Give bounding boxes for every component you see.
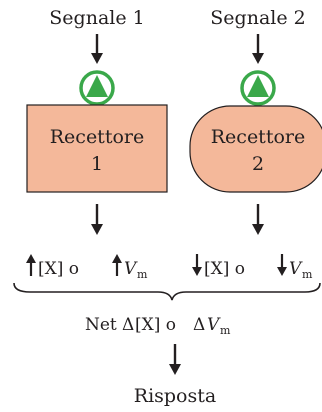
- effect-left: [X] o V m: [26, 254, 148, 281]
- signal-2-label: Segnale 2: [210, 7, 305, 29]
- up-arrow-icon: [112, 254, 122, 276]
- receptor-2-label-line1: Recettore: [211, 126, 305, 148]
- signal-1-arrow: [91, 34, 103, 64]
- summation-brace: [13, 282, 321, 301]
- net-v: V: [207, 315, 221, 335]
- down-arrow-icon: [277, 254, 287, 276]
- down-arrow-icon: [192, 254, 202, 276]
- receptor-2-box: [189, 105, 322, 193]
- net-x: [X] o: [135, 315, 176, 335]
- ligand-1-icon: [79, 70, 115, 106]
- receptor-1-label-line1: Recettore: [50, 126, 144, 148]
- receptor-1-label-line2: 1: [91, 153, 103, 175]
- net-delta-2: Δ: [193, 315, 205, 335]
- receptor-2-arrow: [252, 204, 264, 235]
- signal-2-arrow: [252, 34, 264, 64]
- effect-right: [X] o V m: [192, 254, 313, 281]
- effect-right-v: V: [289, 259, 303, 279]
- net-sub: m: [220, 324, 231, 337]
- response-arrow: [169, 344, 181, 375]
- effect-left-sub: m: [137, 268, 148, 281]
- net-delta-1: Δ: [122, 315, 134, 335]
- effect-right-x: [X] o: [204, 259, 245, 279]
- receptor-1-box: [26, 104, 168, 193]
- signal-1-label: Segnale 1: [49, 7, 144, 29]
- response-label: Risposta: [134, 385, 216, 407]
- ligand-2-icon: [240, 70, 276, 106]
- effect-left-v: V: [124, 259, 138, 279]
- net-effect: Net Δ [X] o Δ V m: [85, 315, 231, 337]
- net-prefix: Net: [85, 315, 117, 335]
- effect-left-x: [X] o: [38, 259, 79, 279]
- receptor-2-label-line2: 2: [252, 153, 264, 175]
- effect-right-sub: m: [302, 268, 313, 281]
- receptor-1-arrow: [91, 204, 103, 235]
- up-arrow-icon: [26, 254, 36, 276]
